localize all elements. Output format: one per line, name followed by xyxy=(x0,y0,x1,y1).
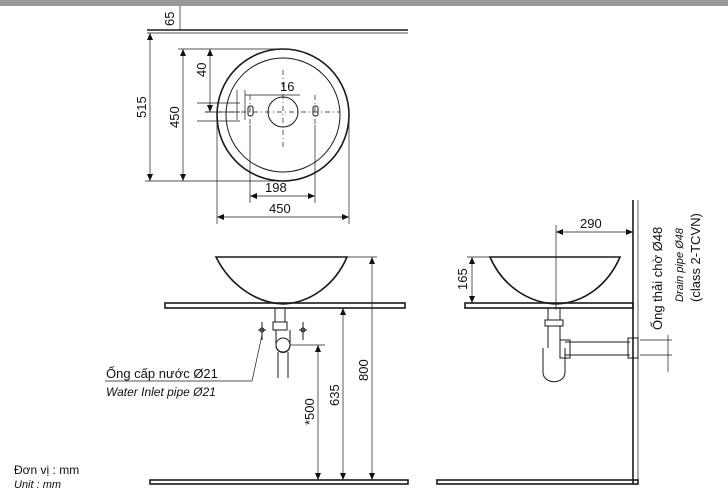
unit-label-vi: Đơn vị : mm xyxy=(14,463,79,477)
top-border-bar xyxy=(0,0,728,6)
dim-16: 16 xyxy=(280,79,294,94)
dim-515: 515 xyxy=(134,96,149,118)
water-inlet-label-vi: Ống cấp nước Ø21 xyxy=(106,366,218,381)
side-view: 165 290 Ống thải chờ Ø48 Drain pipe Ø48 … xyxy=(436,200,703,485)
dim-198: 198 xyxy=(265,180,287,195)
drain-label-en: Drain pipe Ø48 xyxy=(674,227,686,302)
basin-inner-circle xyxy=(225,57,341,173)
floor-side xyxy=(436,479,639,485)
dim-635: 635 xyxy=(327,384,342,406)
dim-65: 65 xyxy=(162,12,177,26)
dim-290: 290 xyxy=(580,216,602,231)
basin-bowl-side xyxy=(488,256,622,305)
dim-40: 40 xyxy=(194,63,209,77)
top-view: 65 515 450 40 xyxy=(134,6,408,224)
unit-label-en: Unit : mm xyxy=(14,479,61,491)
dim-500: *500 xyxy=(302,398,317,425)
floor-front xyxy=(149,479,409,485)
front-view: *500 635 800 Ống cấp nước Ø21 Water Inle… xyxy=(105,256,409,485)
drain-label-vi: Ống thải chờ Ø48 xyxy=(650,227,665,330)
basin-bowl-front xyxy=(214,256,349,305)
dim-450-vertical: 450 xyxy=(167,106,182,128)
counter-slab-front xyxy=(164,302,406,309)
drain-class-label: (class 2-TCVN) xyxy=(688,213,703,302)
water-inlet-label-en: Water Inlet pipe Ø21 xyxy=(106,385,216,399)
dim-450-horizontal: 450 xyxy=(269,201,291,216)
dim-800: 800 xyxy=(356,359,371,381)
dim-165: 165 xyxy=(455,268,470,290)
